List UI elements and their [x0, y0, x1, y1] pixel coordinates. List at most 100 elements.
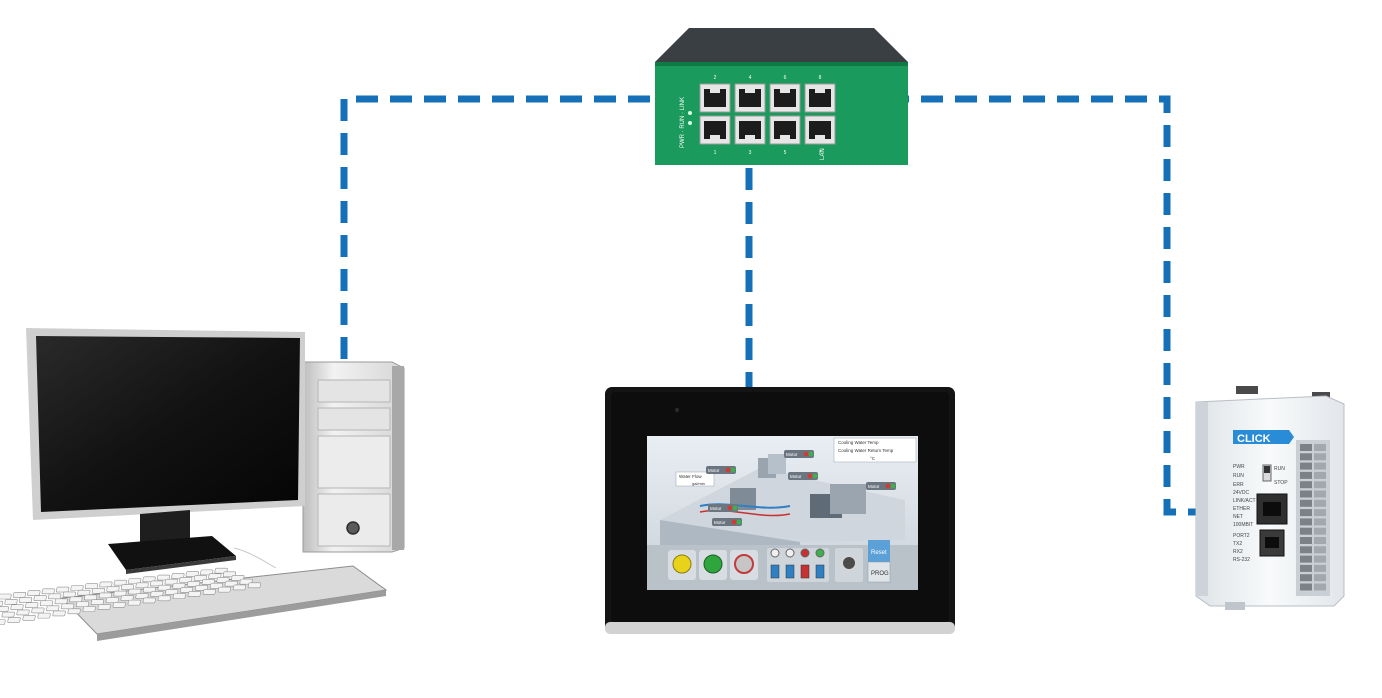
- plc-terminal-slot-icon: [1314, 583, 1326, 591]
- hmi-tag-led-red: [885, 483, 891, 489]
- keyboard-key: [37, 612, 51, 619]
- plc-terminal-slot-icon: [1314, 444, 1326, 451]
- switch-port-jack: [704, 121, 726, 139]
- hmi-tag-label: Motor: [708, 468, 720, 473]
- hmi-tag-led-green: [808, 451, 814, 457]
- plc-indicator-label: 100MBIT: [1233, 522, 1253, 528]
- keyboard-key: [105, 597, 119, 603]
- switch-leds: PWR · RUN · LINK: [680, 97, 692, 148]
- keyboard-key: [232, 584, 246, 591]
- plc-indicator-label: PORT2: [1233, 533, 1250, 539]
- keyboard-key: [75, 601, 90, 608]
- keyboard-key: [46, 605, 60, 612]
- hmi-tag-led-green: [890, 483, 896, 489]
- switch-port-latch: [710, 135, 720, 139]
- hmi-tag-label: Motor: [714, 520, 726, 525]
- hmi-callout-line2: Cooling Water Return Temp: [838, 448, 894, 453]
- plc-terminal-slot-icon: [1314, 471, 1326, 479]
- hmi-green-button-icon: [703, 554, 723, 574]
- hmi-toggle-switch-icon: [815, 564, 825, 579]
- hmi-yellow-button-icon: [672, 554, 692, 574]
- keyboard-key: [247, 582, 262, 589]
- keyboard-key: [91, 588, 105, 594]
- desktop-computer-icon: [0, 328, 405, 641]
- switch-top-face: [655, 28, 908, 62]
- hmi-tag-led-red: [803, 451, 809, 457]
- click-plc-icon: CLICK PWRRUNERR24VDCLINK/ACTETHERNET100M…: [1195, 386, 1345, 610]
- hmi-tag-led-green: [812, 473, 818, 479]
- plc-terminal-screw-icon: [1300, 574, 1312, 582]
- switch-port-number: 6: [784, 75, 787, 81]
- switch-port-jack: [774, 89, 796, 107]
- keyboard-key: [1, 611, 15, 618]
- hmi-tag-label: Motor: [710, 506, 722, 511]
- keyboard-key: [98, 592, 112, 599]
- keyboard-key: [12, 591, 27, 598]
- keyboard-key: [62, 591, 76, 598]
- switch-port-jack: [739, 121, 761, 139]
- keyboard-key: [165, 589, 179, 595]
- switch-port-latch: [815, 135, 825, 139]
- plc-terminal-screw-icon: [1300, 499, 1312, 507]
- plc-terminal-slot-icon: [1314, 537, 1326, 544]
- switch-port-number: 7: [819, 150, 822, 156]
- switch-port-jack: [739, 89, 761, 107]
- plc-indicator-label: RS-232: [1233, 557, 1250, 563]
- keyboard-key: [150, 591, 164, 597]
- plc-terminal-screw-icon: [1300, 471, 1312, 479]
- keyboard-key: [142, 576, 156, 583]
- plc-terminal-slot-icon: [1314, 564, 1326, 572]
- keyboard-key: [0, 593, 12, 600]
- plc-indicator-label: LINK/ACT: [1233, 498, 1256, 504]
- keyboard-key: [142, 586, 157, 593]
- hmi-tag-led-green: [732, 505, 738, 511]
- plc-terminal-screw-icon: [1300, 546, 1312, 554]
- svg-text:LAN: LAN: [820, 148, 826, 160]
- hmi-pilot-lamp-icon: [815, 548, 825, 558]
- switch-port-jack: [809, 89, 831, 107]
- keyboard-key: [135, 593, 149, 599]
- svg-text:PWR · RUN · LINK: PWR · RUN · LINK: [680, 97, 686, 148]
- hmi-callout-unit: °C: [870, 456, 876, 461]
- keyboard-key: [172, 593, 186, 599]
- switch-port-jack: [704, 89, 726, 107]
- plc-terminal-slot-icon: [1314, 574, 1326, 582]
- keyboard-key: [135, 582, 149, 589]
- plc-stop-label: STOP: [1274, 480, 1288, 486]
- hmi-selector-knob-icon: [841, 555, 857, 571]
- plc-terminal-screw-icon: [1300, 481, 1312, 489]
- plc-terminal-slot-icon: [1314, 555, 1326, 563]
- keyboard-key: [187, 591, 201, 597]
- plc-terminal-screw-icon: [1300, 555, 1312, 563]
- hmi-pilot-lamp-icon: [800, 548, 810, 558]
- plc-terminal-screw-icon: [1300, 453, 1312, 461]
- switch-port-number: 4: [749, 75, 752, 81]
- plc-terminal-slot-icon: [1314, 527, 1326, 535]
- keyboard-key: [120, 584, 135, 590]
- hmi-tag-label: Motor: [790, 474, 802, 479]
- plc-terminal-screw-icon: [1300, 490, 1312, 498]
- keyboard-key: [157, 595, 171, 602]
- switch-port-number: 2: [714, 75, 717, 81]
- keyboard-key: [127, 599, 141, 606]
- hmi-screen: Cooling Water Temp Cooling Water Return …: [647, 436, 918, 590]
- keyboard-key: [82, 606, 96, 612]
- hmi-toggle-switch-icon: [800, 564, 810, 579]
- keyboard-key: [113, 579, 127, 586]
- plc-terminal-slot-icon: [1314, 481, 1326, 489]
- keyboard-key: [31, 607, 45, 614]
- hmi-water-value: gal/min: [692, 481, 705, 486]
- keyboard-key: [113, 590, 127, 597]
- keyboard-key: [33, 595, 47, 601]
- keyboard-key: [84, 594, 98, 601]
- hmi-tag-led-green: [730, 467, 736, 473]
- plc-terminal-slot-icon: [1314, 490, 1326, 498]
- plc-terminal-screw-icon: [1300, 583, 1312, 591]
- keyboard-key: [7, 617, 21, 623]
- hmi-prog-button: PROG: [871, 571, 889, 577]
- keyboard-key: [180, 587, 194, 593]
- switch-port-latch: [815, 89, 825, 93]
- keyboard-key: [84, 583, 99, 589]
- hmi-estop-button-icon: [734, 554, 754, 574]
- hmi-tag-led-red: [727, 505, 733, 511]
